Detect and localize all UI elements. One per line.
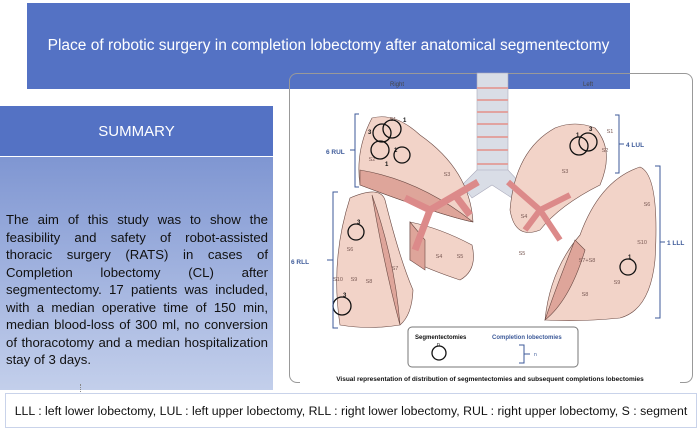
legend-completion-lobectomies: Completion lobectomies: [492, 335, 562, 341]
segment-label: S10: [637, 240, 647, 246]
count-label: 1: [628, 255, 632, 261]
segment-label: S6: [644, 202, 651, 208]
legend-segmentectomies: Segmentectomies: [415, 335, 467, 341]
segment-label: S4: [521, 214, 528, 220]
segment-label: S4: [436, 254, 443, 260]
figure-caption: Visual representation of distribution of…: [336, 376, 644, 383]
brackets: [327, 113, 665, 329]
segment-label: S9: [351, 277, 358, 283]
count-label: 3: [589, 127, 593, 133]
count-label: 3: [368, 130, 372, 136]
legend-circle: [431, 345, 447, 361]
count-label: 1: [394, 148, 398, 154]
count-label: 1: [385, 162, 389, 168]
segment-label: S10: [333, 277, 343, 283]
segment-label: S9: [614, 280, 621, 286]
legend-bracket: [519, 344, 530, 364]
segment-label: S5: [457, 254, 464, 260]
segment-label: S7: [392, 266, 399, 272]
trachea-rings: [477, 87, 508, 165]
segment-label: S8: [366, 279, 373, 285]
left-bronchus: [506, 179, 572, 242]
count-label: 1: [576, 133, 580, 139]
right-bronchus: [403, 178, 480, 252]
abbreviations-footer: LLL : left lower lobectomy, LUL : left u…: [5, 393, 697, 428]
count-label: 3: [357, 220, 361, 226]
legend-n: n: [534, 352, 537, 358]
rul-count: 6 RUL: [326, 149, 345, 156]
right-middle-lobe: [409, 221, 474, 281]
segment-label: S2: [369, 157, 376, 163]
divider: [80, 384, 81, 394]
count-label: 1: [403, 118, 407, 124]
segment-label: S5: [519, 251, 526, 257]
segment-label: S1: [607, 129, 614, 135]
left-label: Left: [583, 82, 593, 88]
segment-label: S6: [347, 247, 354, 253]
lul-count: 4 LUL: [626, 142, 644, 149]
segment-label: S3: [444, 172, 451, 178]
segment-label: S2: [602, 148, 609, 154]
page-title: Place of robotic surgery in completion l…: [27, 3, 630, 89]
count-label: 3: [343, 293, 347, 299]
rll-count: 6 RLL: [291, 259, 309, 266]
trachea: [476, 72, 509, 186]
segment-label: S8: [582, 292, 589, 298]
segment-label: S3: [562, 169, 569, 175]
summary-text: The aim of this study was to show the fe…: [6, 212, 268, 367]
lll-count: 1 LLL: [667, 240, 684, 247]
legend-n: n: [437, 342, 440, 348]
summary-panel: [0, 157, 273, 390]
right-label: Right: [390, 82, 404, 88]
segment-label: S7+S8: [579, 258, 596, 264]
legend-box: [407, 326, 579, 368]
summary-heading: SUMMARY: [0, 106, 273, 156]
